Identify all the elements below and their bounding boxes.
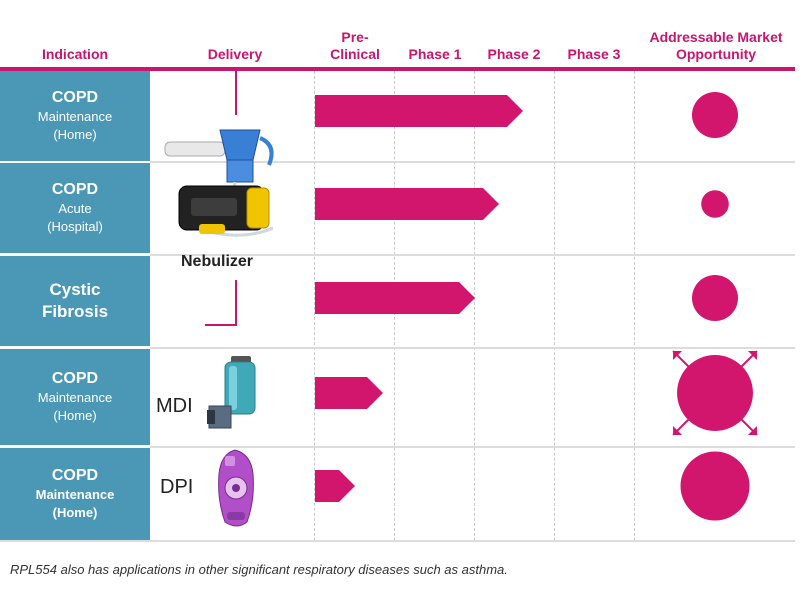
- market-bubble-row-5: [680, 451, 750, 521]
- footnote: RPL554 also has applications in other si…: [10, 562, 508, 577]
- row-divider: [150, 446, 795, 448]
- indication-subtitle: Maintenance: [37, 109, 113, 124]
- progress-bar-row-4: [315, 377, 383, 409]
- nebulizer-image: [164, 129, 274, 237]
- progress-bar-row-2: [315, 188, 499, 220]
- row-divider: [150, 347, 795, 349]
- indication-cystic-fibrosis: Cystic Fibrosis: [0, 256, 150, 346]
- delivery-header: Delivery: [207, 46, 263, 62]
- expansion-arrow-1: [672, 350, 695, 373]
- header-rule: [0, 67, 795, 71]
- mdi-label: MDI: [156, 395, 193, 417]
- market-header-line2: Opportunity: [675, 46, 757, 62]
- indication-copd-maintenance-home-mdi: COPD Maintenance (Home): [0, 349, 150, 445]
- nebulizer-bracket-bottom: [205, 280, 237, 326]
- progress-bar-row-5: [315, 470, 355, 502]
- market-header-line1: Addressable Market: [649, 29, 783, 45]
- grid-line-phase2: [474, 71, 475, 541]
- progress-bar-row-1: [315, 95, 523, 127]
- indication-title: COPD: [51, 181, 99, 198]
- phase1-header: Phase 1: [408, 46, 462, 62]
- indication-copd-maintenance-home-dpi: COPD Maintenance (Home): [0, 448, 150, 540]
- indication-subtitle: (Home): [53, 408, 97, 423]
- grid-line-market: [634, 71, 635, 541]
- indication-subtitle: Acute: [58, 201, 92, 216]
- indication-title: Cystic: [49, 280, 101, 299]
- expansion-arrow-3: [672, 413, 695, 436]
- market-bubble-row-3: [692, 275, 738, 321]
- indication-subtitle: (Home): [53, 127, 97, 142]
- bottom-rule: [0, 540, 795, 542]
- indication-copd-acute-hospital: COPD Acute (Hospital): [0, 163, 150, 253]
- row-divider: [150, 254, 795, 256]
- indication-title: COPD: [51, 467, 99, 484]
- market-bubble-row-1: [692, 92, 738, 138]
- indication-title: Fibrosis: [41, 302, 109, 321]
- phase2-header: Phase 2: [487, 46, 541, 62]
- indication-header: Indication: [41, 46, 109, 62]
- market-bubble-row-4: [677, 355, 753, 431]
- progress-bar-row-3: [315, 282, 475, 314]
- nebulizer-bracket-top: [235, 71, 237, 115]
- phase3-header: Phase 3: [567, 46, 621, 62]
- preclinical-header-line2: Clinical: [330, 46, 380, 62]
- indication-title: COPD: [51, 89, 99, 106]
- indication-subtitle: (Home): [52, 505, 98, 520]
- preclinical-header: Pre- Clinical: [315, 29, 395, 63]
- indication-copd-maintenance-home: COPD Maintenance (Home): [0, 71, 150, 161]
- nebulizer-label: Nebulizer: [181, 253, 254, 270]
- market-header: Addressable Market Opportunity: [636, 29, 796, 63]
- row-divider: [150, 161, 795, 163]
- indication-subtitle: Maintenance: [37, 390, 113, 405]
- expansion-arrow-4: [735, 413, 758, 436]
- indication-subtitle: (Hospital): [47, 219, 103, 234]
- preclinical-header-line1: Pre-: [341, 29, 369, 45]
- grid-line-phase3: [554, 71, 555, 541]
- indication-subtitle: Maintenance: [35, 487, 115, 502]
- expansion-arrow-2: [735, 350, 758, 373]
- inhaler-dpi-image: [218, 449, 254, 527]
- market-bubble-row-2: [701, 190, 729, 218]
- grid-line-preclinical: [314, 71, 315, 541]
- indication-title: COPD: [51, 370, 99, 387]
- dpi-label: DPI: [160, 476, 194, 498]
- inhaler-mdi-image: [207, 356, 256, 429]
